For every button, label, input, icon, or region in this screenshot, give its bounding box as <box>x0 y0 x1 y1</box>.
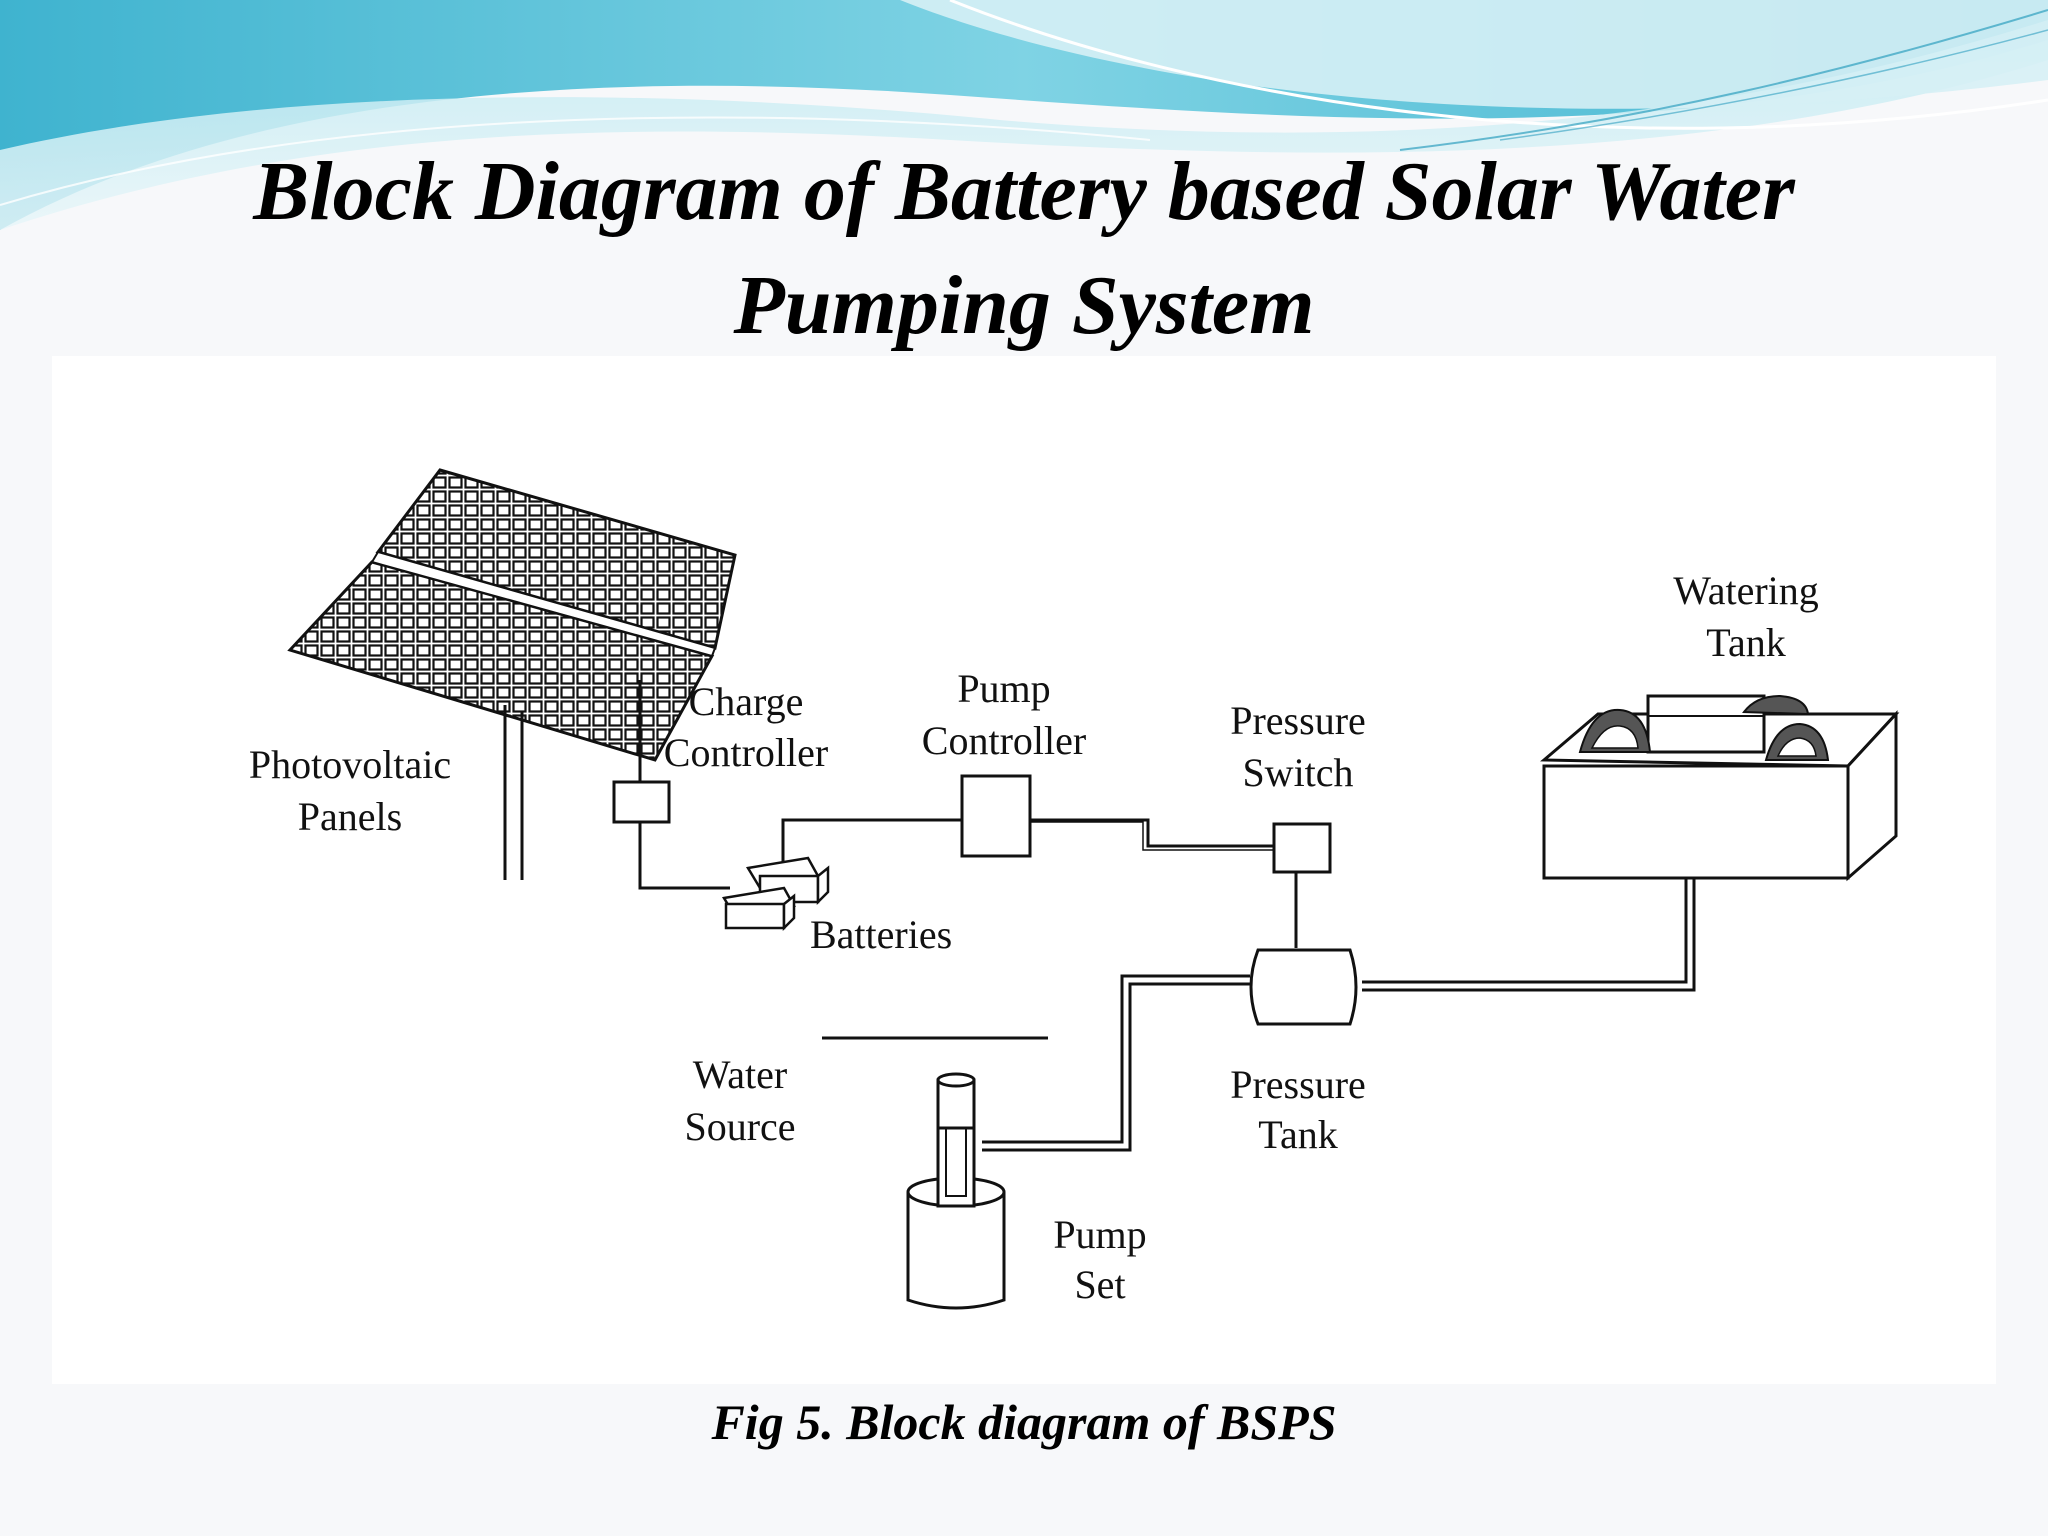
batteries-icon <box>721 856 830 932</box>
photovoltaic-panels-icon <box>287 468 737 880</box>
label-pump-controller-line2: Controller <box>922 718 1086 763</box>
pressure-switch-box <box>1272 822 1332 874</box>
label-photovoltaic-line2: Panels <box>298 794 402 839</box>
label-photovoltaic-line1: Photovoltaic <box>249 742 451 787</box>
pump-controller-box <box>960 774 1032 858</box>
pump-set-icon <box>906 1072 1006 1310</box>
charge-controller-box <box>612 780 671 824</box>
slide-title: Block Diagram of Battery based Solar Wat… <box>0 135 2048 363</box>
label-charge-line1: Charge <box>689 679 804 724</box>
label-pressure-tank-line1: Pressure <box>1230 1062 1366 1107</box>
label-water-source-line1: Water <box>693 1052 788 1097</box>
label-watering-tank-line1: Watering <box>1673 568 1819 613</box>
label-pump-set-line2: Set <box>1074 1262 1125 1307</box>
pressure-tank-icon <box>1249 948 1358 1026</box>
slide-title-line-2: Pumping System <box>733 259 1315 352</box>
label-watering-tank-line2: Tank <box>1706 620 1785 665</box>
label-water-source-line2: Source <box>684 1104 795 1149</box>
watering-tank-icon <box>1540 694 1900 882</box>
label-pressure-switch-line2: Switch <box>1242 750 1353 795</box>
label-pump-set-line1: Pump <box>1053 1212 1146 1257</box>
label-pressure-switch-line1: Pressure <box>1230 698 1366 743</box>
label-pump-controller-line1: Pump <box>957 666 1050 711</box>
slide-title-line-1: Block Diagram of Battery based Solar Wat… <box>253 145 1795 238</box>
figure-caption: Fig 5. Block diagram of BSPS <box>711 1394 1337 1450</box>
label-charge-line2: Controller <box>664 730 828 775</box>
label-batteries: Batteries <box>810 912 952 957</box>
label-pressure-tank-line2: Tank <box>1258 1112 1337 1157</box>
